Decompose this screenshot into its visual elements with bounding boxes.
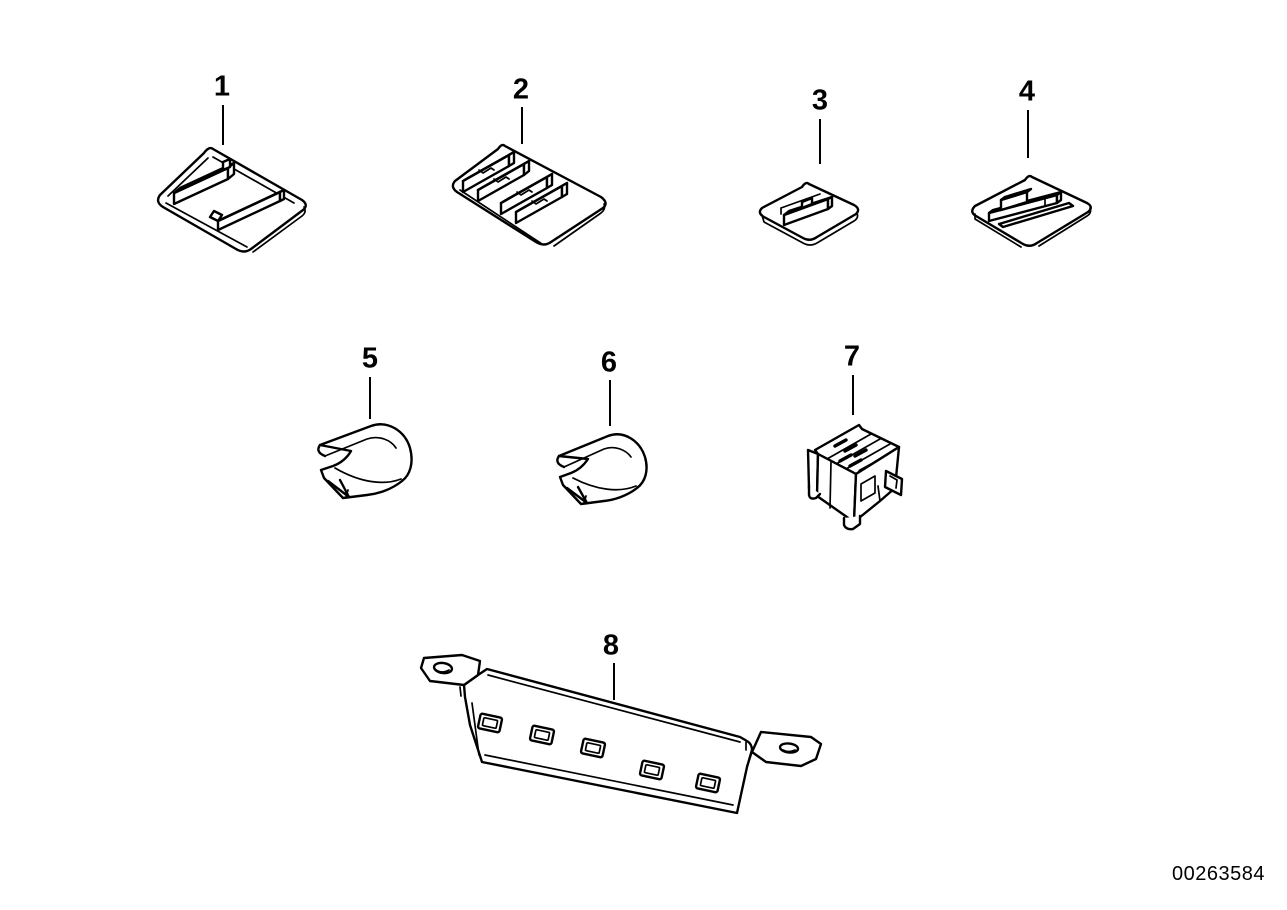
part-5-leader-line (369, 377, 371, 419)
part-6-label[interactable]: 6 (600, 346, 618, 379)
part-7-drawing (806, 423, 904, 531)
part-4-label[interactable]: 4 (1018, 75, 1036, 108)
part-8-leader-line (613, 663, 615, 700)
part-4-drawing (971, 174, 1092, 248)
part-5-label[interactable]: 5 (361, 342, 379, 375)
part-6-leader-line (609, 380, 611, 426)
part-1-label[interactable]: 1 (213, 70, 231, 103)
part-1-leader-line (222, 105, 224, 145)
part-2-drawing (451, 143, 607, 247)
part-3-label[interactable]: 3 (811, 84, 829, 117)
part-6-drawing (556, 433, 648, 506)
part-1-drawing (156, 146, 307, 253)
part-4-leader-line (1027, 110, 1029, 158)
part-2-leader-line (521, 107, 523, 144)
part-3-drawing (758, 181, 860, 246)
part-8-drawing (419, 653, 823, 815)
diagram-image-number: 00263584 (1172, 863, 1265, 885)
part-7-leader-line (852, 375, 854, 415)
part-7-label[interactable]: 7 (843, 340, 861, 373)
part-2-label[interactable]: 2 (512, 73, 530, 106)
part-3-leader-line (819, 119, 821, 164)
part-8-label[interactable]: 8 (602, 629, 620, 662)
part-5-drawing (317, 423, 413, 500)
